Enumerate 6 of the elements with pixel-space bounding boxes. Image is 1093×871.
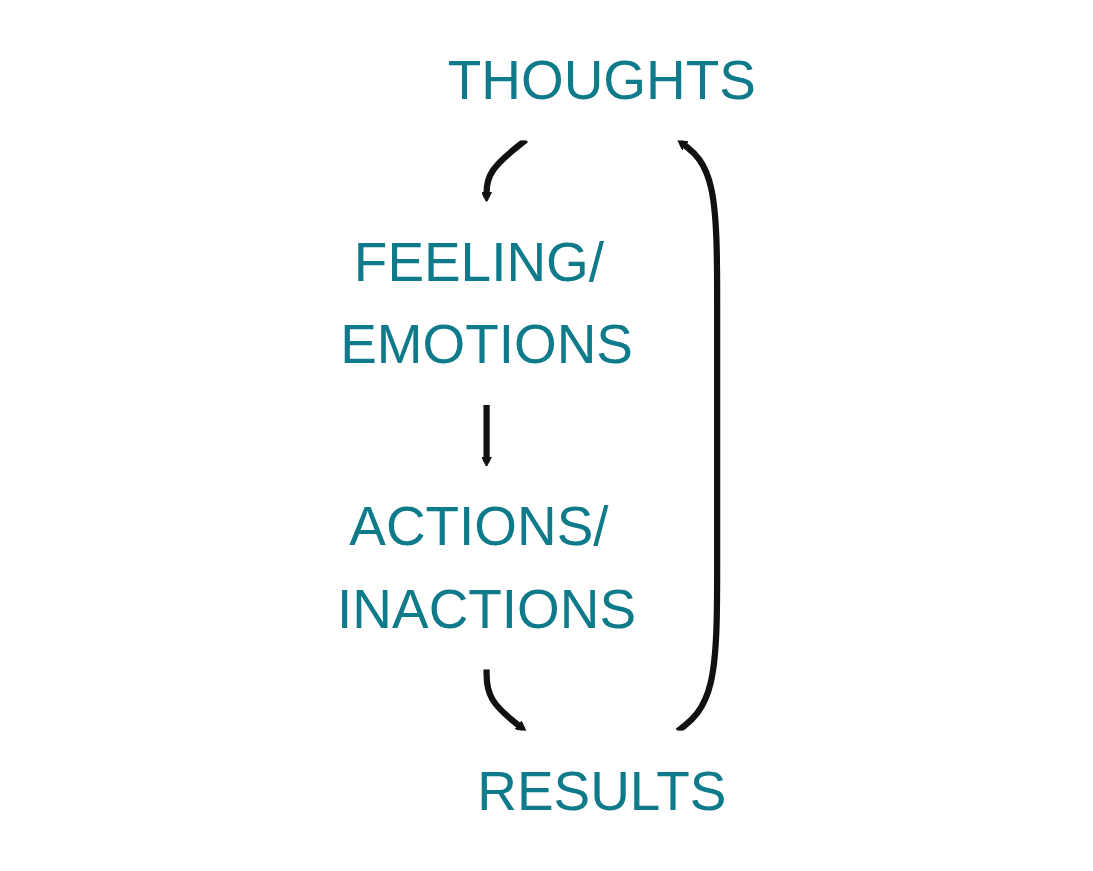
node-text: ACTIONS/ INACTIONS (337, 495, 637, 639)
arrow (483, 668, 527, 732)
node-text: FEELING/ EMOTIONS (340, 230, 633, 375)
node-text: RESULTS (477, 759, 727, 822)
arrow (481, 404, 493, 468)
node-text: THOUGHTS (447, 48, 756, 110)
